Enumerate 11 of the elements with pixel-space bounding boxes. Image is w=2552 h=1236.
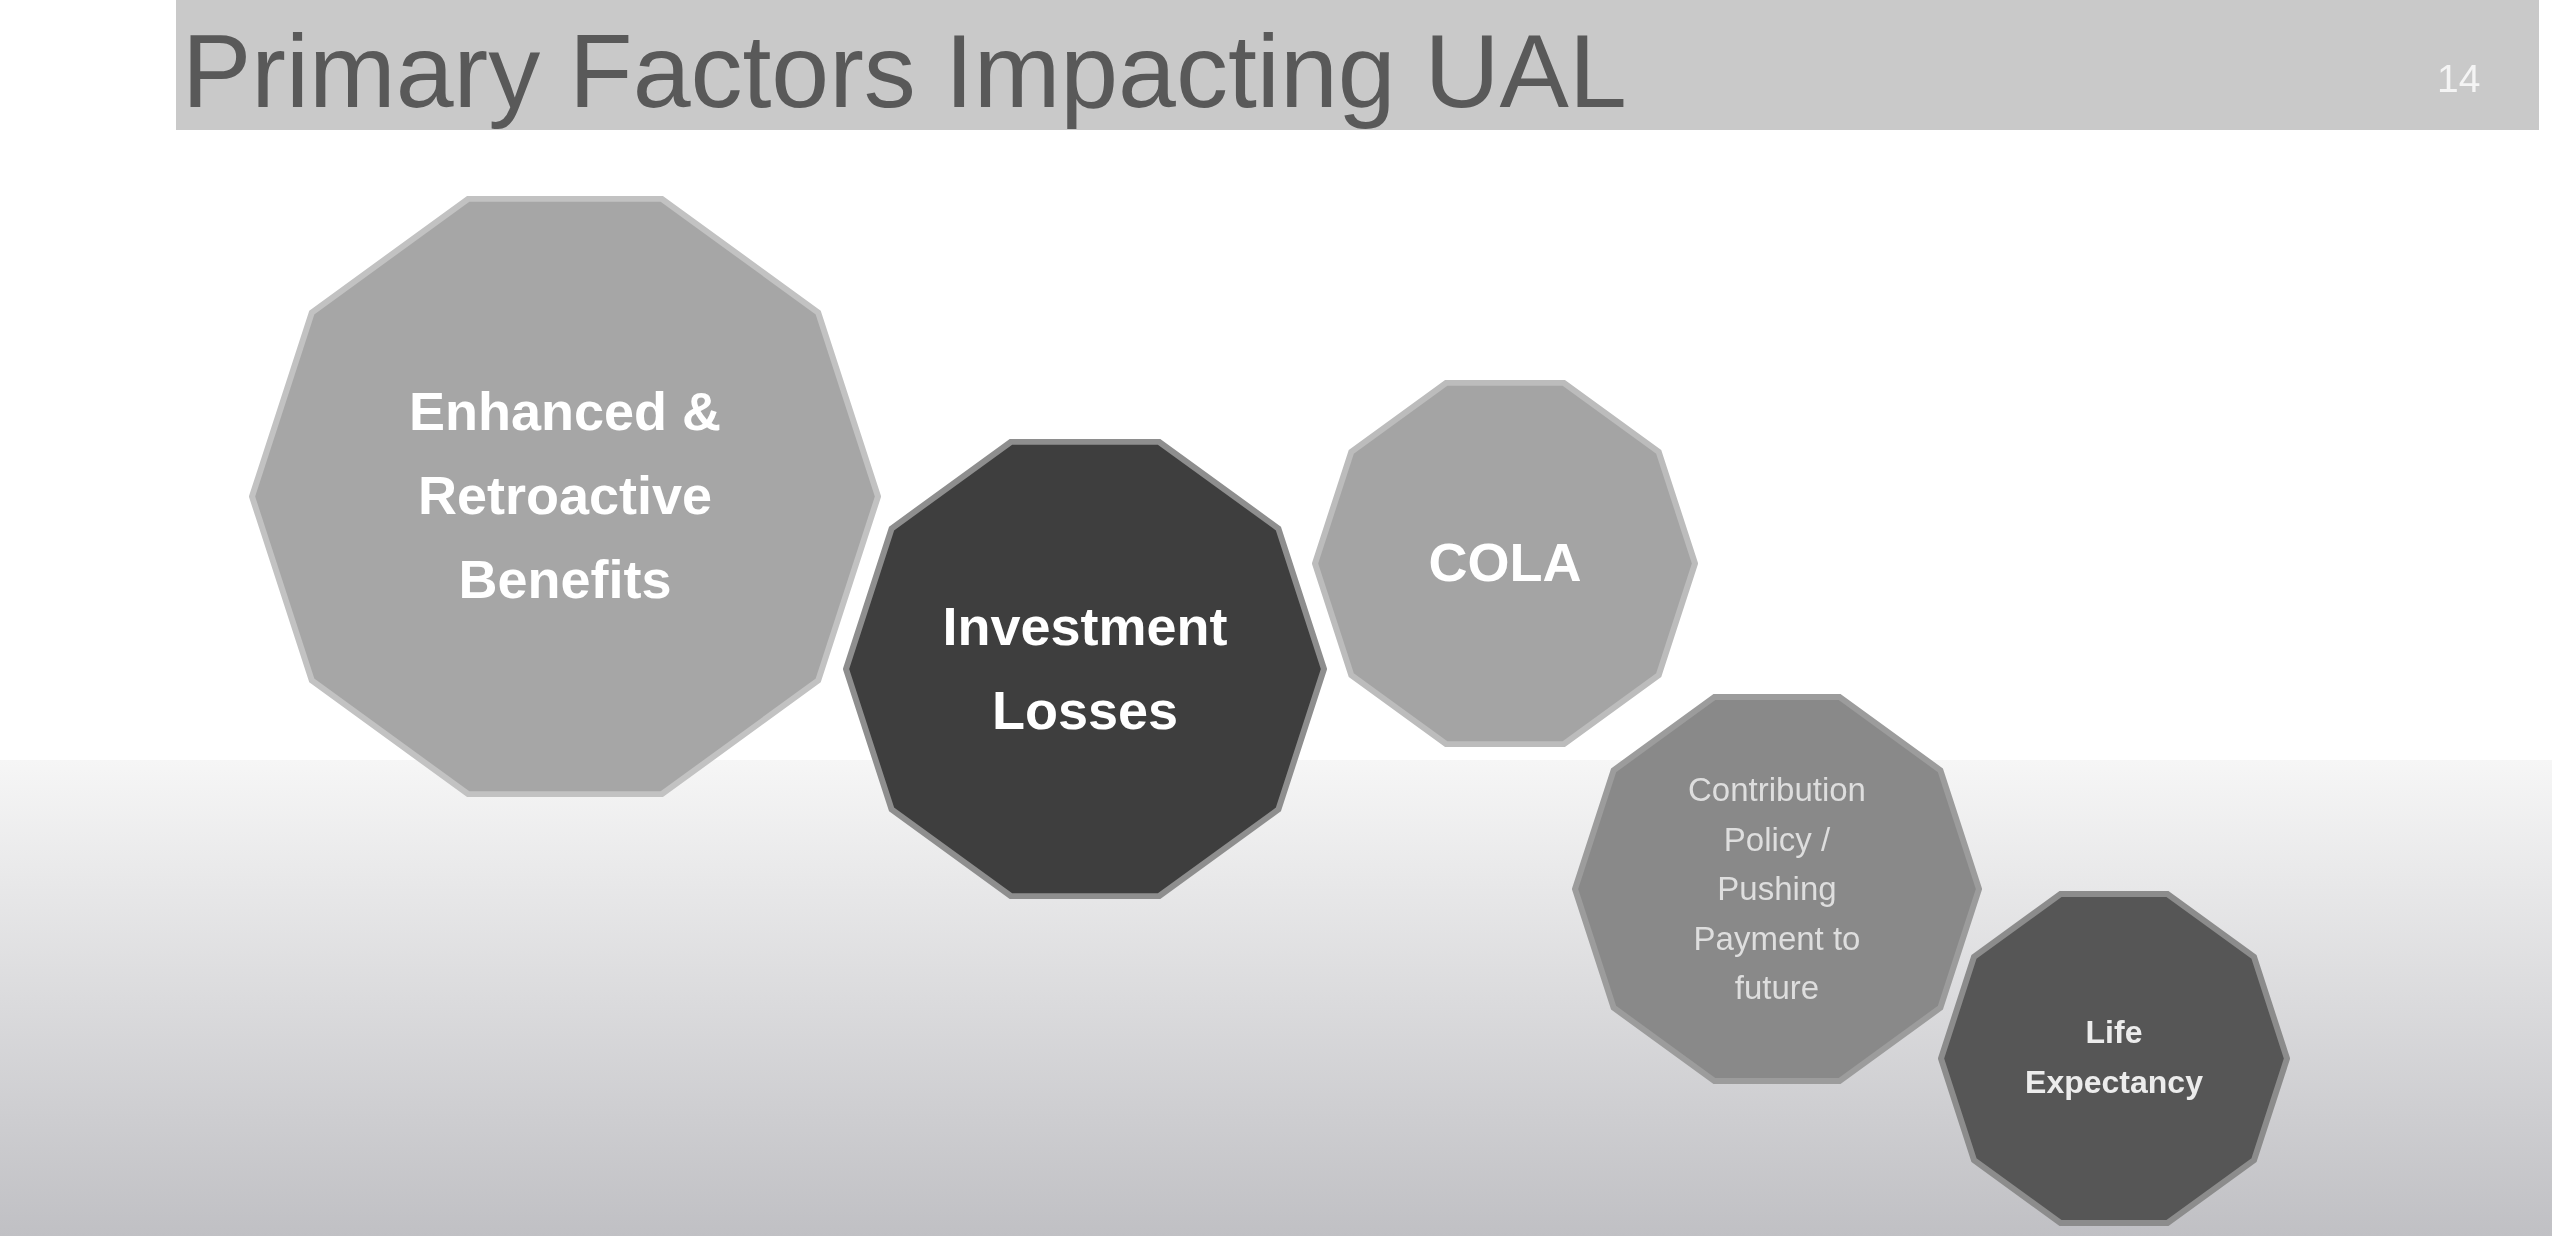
decagon-shape bbox=[843, 439, 1327, 899]
node-label: COLA bbox=[1427, 531, 1583, 595]
decagon-shape bbox=[1572, 694, 1982, 1084]
node-label: Investment Losses bbox=[941, 595, 1229, 742]
slide-title: Primary Factors Impacting UAL bbox=[182, 12, 1627, 131]
decagon-shape bbox=[249, 195, 881, 797]
node-label: Contribution Policy / Pushing Payment to future bbox=[1687, 770, 1867, 1009]
node-label: Life Expectancy bbox=[2024, 1013, 2204, 1102]
decagon-shape bbox=[1938, 890, 2290, 1226]
decagon-shape bbox=[1312, 379, 1698, 747]
node-label: Enhanced & Retroactive Benefits bbox=[407, 380, 723, 611]
